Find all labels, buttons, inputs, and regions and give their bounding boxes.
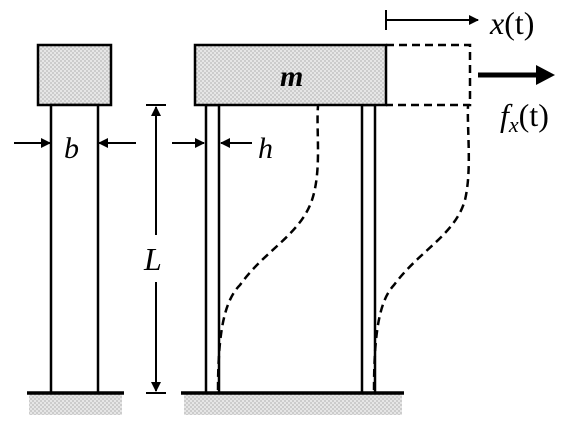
side-view-beam	[49, 103, 100, 395]
side-view-mass-block	[36, 43, 113, 107]
side-view-ground-hatch	[29, 393, 122, 415]
mass-label-m: m	[280, 60, 303, 93]
force-arrowhead	[536, 65, 555, 85]
deflected-beam-left	[216, 105, 320, 391]
front-beam-left	[204, 103, 221, 395]
front-beam-right	[360, 103, 377, 395]
thickness-label-h: h	[258, 132, 273, 165]
length-label-L: L	[143, 241, 162, 277]
side-view: b	[14, 43, 136, 415]
displacement-label: x(t)	[489, 5, 534, 41]
mass-block	[193, 43, 388, 107]
width-label-b: b	[64, 132, 79, 165]
deflected-beam-right	[372, 105, 471, 391]
front-view: L h m x(t) fx(t)	[143, 5, 555, 415]
force-label: fx(t)	[500, 97, 549, 137]
front-view-ground-hatch	[184, 393, 402, 415]
deflected-mass-outline	[386, 43, 472, 107]
